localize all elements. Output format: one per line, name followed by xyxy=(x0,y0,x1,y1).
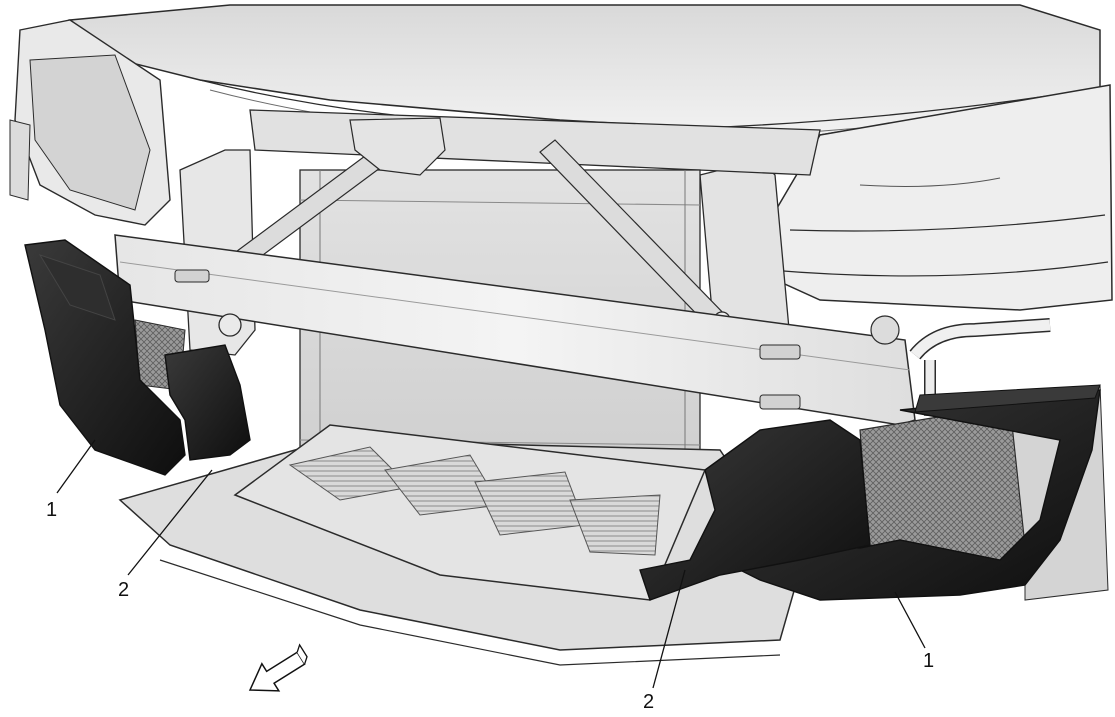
left-fender xyxy=(9,19,171,226)
callout-leaders xyxy=(56,439,926,689)
callout-2-right: 2 xyxy=(643,691,655,713)
callout-2-left: 2 xyxy=(118,579,130,601)
leader-2-left xyxy=(127,469,213,576)
callout-1-right: 1 xyxy=(923,650,935,672)
grille-tray xyxy=(233,424,707,601)
leader-1-right xyxy=(894,591,926,649)
direction-arrow-icon xyxy=(248,643,308,692)
leader-2-right xyxy=(652,569,686,689)
right-inner-air-deflector xyxy=(639,419,871,601)
left-outer-air-deflector xyxy=(24,239,186,476)
leader-1-left xyxy=(56,439,96,494)
callout-1-left: 1 xyxy=(46,499,58,521)
left-inner-air-deflector xyxy=(164,344,251,461)
